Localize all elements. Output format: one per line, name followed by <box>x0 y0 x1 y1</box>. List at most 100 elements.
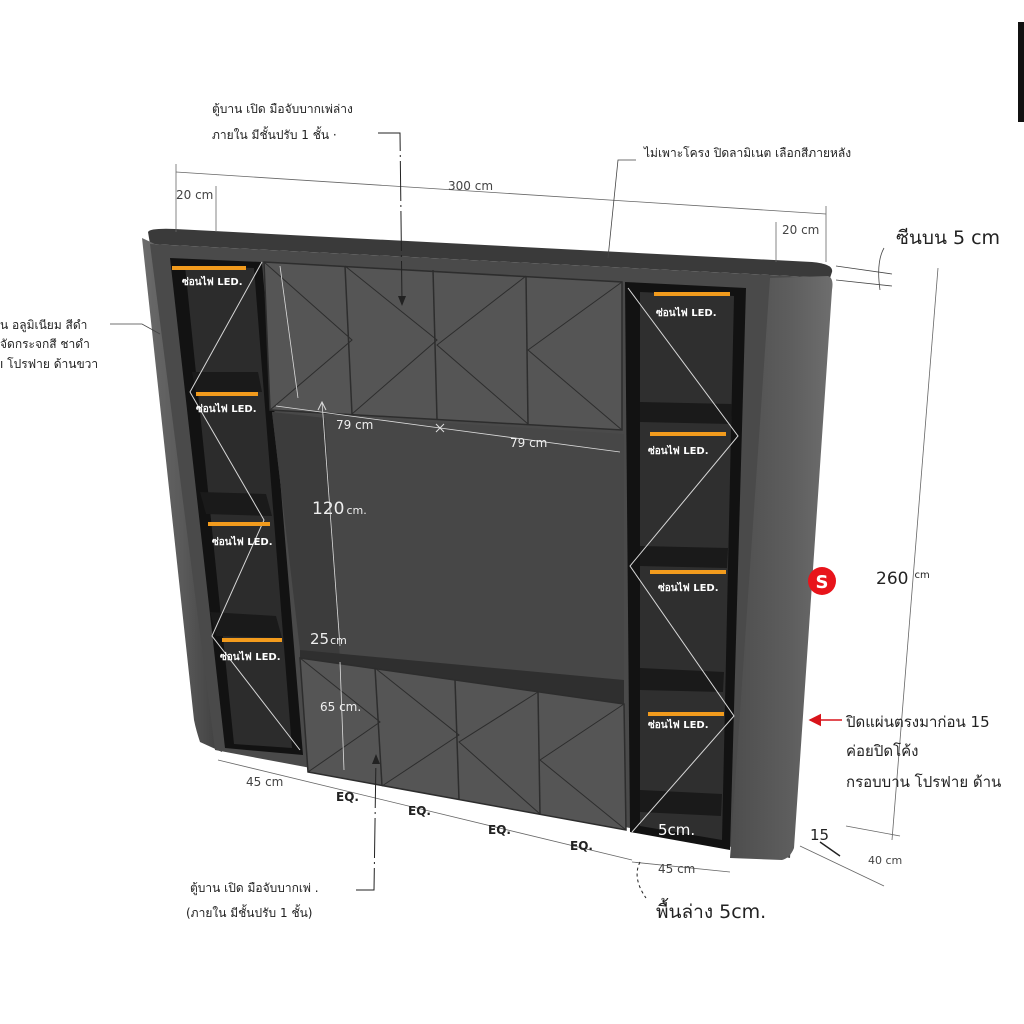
top-door-note-line-1: ตู้บาน เปิด มือจับบากเพ่ล่าง <box>212 102 353 117</box>
dim-line-upper-left <box>275 405 441 429</box>
dim-label-kick: 5cm. <box>658 821 695 839</box>
dim-line-depth <box>799 845 885 887</box>
dim-label-curve: 15 <box>810 826 829 844</box>
right-shelf-2 <box>640 546 728 568</box>
dim-label-right-column: 45 cm <box>658 862 695 876</box>
led-label-right-1: ซ่อนไฟ LED. <box>656 306 717 319</box>
left-shelf-3 <box>210 612 282 638</box>
left-column-swing-lines <box>189 261 301 751</box>
dim-label-depth: 40 cm <box>868 854 902 867</box>
dim-line-width <box>175 171 827 215</box>
dim-label-height-total-num: 260 <box>876 569 908 589</box>
led-strip-left-1 <box>172 266 246 270</box>
upper-door-divider-1 <box>344 265 353 415</box>
led-strip-right-2 <box>650 432 726 436</box>
left-note-line-1: น อลูมิเนียม สีดำ <box>0 318 87 333</box>
right-note-line-1: ปิดแผ่นตรงมาก่อน 15 <box>845 713 990 731</box>
dim-line-eq <box>217 759 633 861</box>
dim-line-upper-diag <box>279 265 299 399</box>
bottom-door-leader <box>356 755 377 891</box>
dim-label-lower-height: 65 cm. <box>320 700 361 714</box>
bottom-door-arrow <box>372 754 380 764</box>
tv-niche-left-wall <box>272 412 340 660</box>
led-strip-right-1 <box>654 292 730 296</box>
led-label-right-3: ซ่อนไฟ LED. <box>658 581 719 594</box>
led-strip-left-4 <box>222 638 282 642</box>
led-label-left-4: ซ่อนไฟ LED. <box>220 650 281 663</box>
bottom-door-note-line-2: (ภายใน มีชั้นปรับ 1 ชั้น) <box>186 904 312 920</box>
dim-label-tv-height-num: 120 <box>312 499 344 519</box>
top-trim-line-1 <box>835 265 893 275</box>
led-label-right-2: ซ่อนไฟ LED. <box>648 444 709 457</box>
frame-note-leader <box>607 159 636 259</box>
lower-door-hinge-lines-4 <box>539 703 627 831</box>
top-door-arrow <box>398 296 406 306</box>
lower-door-divider-1 <box>374 667 383 787</box>
top-cap <box>148 228 833 278</box>
lower-door-hinge-lines-2 <box>374 667 460 787</box>
led-label-left-2: ซ่อนไฟ LED. <box>196 402 257 415</box>
plinth-note: พื้นล่าง 5cm. <box>656 898 766 923</box>
dim-label-upper-left: 79 cm <box>336 418 373 432</box>
dim-arrow-79 <box>435 423 445 433</box>
dim-line-depth-2 <box>845 825 901 837</box>
corner-mark <box>1018 22 1024 122</box>
eq-label-3: EQ. <box>488 823 511 837</box>
right-note-line-3: กรอบบาน โปรฟาย ด้าน <box>846 773 1001 791</box>
upper-door-hinge-lines-3 <box>436 275 529 425</box>
tv-niche-back <box>272 412 624 700</box>
upper-door-hinge-lines-4 <box>527 281 623 431</box>
led-strip-right-3 <box>650 570 726 574</box>
dim-label-right-depth: 20 cm <box>782 223 819 237</box>
eq-label-4: EQ. <box>570 839 593 853</box>
right-column-swing-lines <box>627 287 739 833</box>
section-marker <box>808 567 836 595</box>
top-trim-arrow <box>878 247 885 291</box>
eq-label-1: EQ. <box>336 790 359 804</box>
eq-label-2: EQ. <box>408 804 431 818</box>
dim-label-width: 300 cm <box>448 179 493 193</box>
left-note-line-3: ı โปรฟาย ด้านขวา <box>0 357 98 371</box>
led-strip-left-2 <box>196 392 258 396</box>
bottom-door-note-line-1: ตู้บาน เปิด มือจับบากเพ่ . <box>190 881 319 896</box>
dim-label-shelf-num: 25 <box>310 630 329 648</box>
section-marker-label: S <box>816 572 829 593</box>
led-strip-left-3 <box>208 522 270 526</box>
dim-line-tv-height <box>321 401 341 647</box>
dim-line-upper-right <box>439 427 621 453</box>
top-trim-note: ซีนบน 5 cm <box>896 227 1000 249</box>
left-shelf-1 <box>192 372 262 392</box>
top-door-leader <box>378 132 403 303</box>
dim-line-curve <box>819 841 841 857</box>
left-shelf-2 <box>200 492 272 516</box>
dim-label-upper-right: 79 cm <box>510 436 547 450</box>
upper-doors <box>263 261 623 431</box>
dim-line-lower-height <box>339 661 345 771</box>
lower-door-divider-3 <box>537 691 541 815</box>
dim-label-left-depth: 20 cm <box>176 188 213 202</box>
led-label-left-3: ซ่อนไฟ LED. <box>212 535 273 548</box>
led-strip-right-4 <box>648 712 724 716</box>
left-note-line-2: จัดกระจกสี ชาดำ <box>0 337 90 351</box>
right-shelf-4 <box>640 790 722 816</box>
frame-note: ไม่เพาะโครง ปิดลามิเนต เลือกสีภายหลัง <box>643 146 851 160</box>
dim-label-tv-height-unit: cm. <box>346 504 366 517</box>
upper-door-divider-3 <box>525 275 529 425</box>
upper-door-hinge-lines-2 <box>344 265 438 415</box>
dim-label-shelf-unit: cm <box>330 634 347 647</box>
dim-label-left-column: 45 cm <box>246 775 283 789</box>
dim-label-shelf: 25cm <box>310 630 347 648</box>
lower-door-hinge-lines <box>299 657 381 773</box>
upper-door-hinge-lines <box>263 261 353 411</box>
upper-door-divider-2 <box>432 269 438 420</box>
right-shelf-3 <box>640 668 724 692</box>
right-shelf-1 <box>640 402 732 424</box>
lower-door-divider-2 <box>454 679 460 801</box>
plinth-leader <box>636 861 647 899</box>
dim-line-height <box>891 267 939 841</box>
right-note-line-2: ค่อยปิดโค้ง <box>846 742 919 760</box>
dim-arrow-120-top <box>317 400 327 411</box>
